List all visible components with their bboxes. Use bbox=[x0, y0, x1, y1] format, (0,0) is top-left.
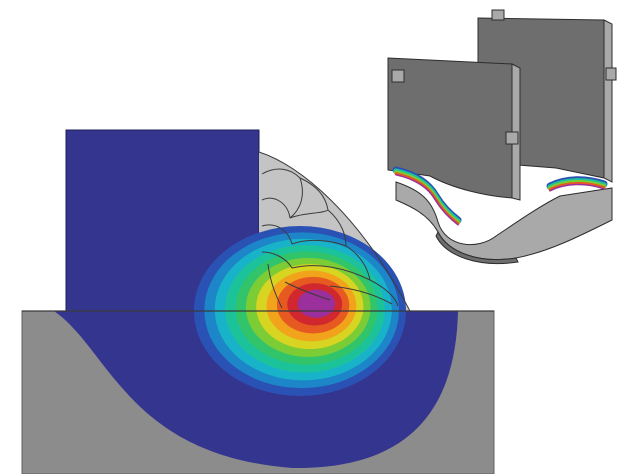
inset-contour-stripe-1-3 bbox=[548, 181, 606, 191]
temperature-contours-base bbox=[194, 311, 406, 396]
weld-bead bbox=[194, 151, 411, 312]
weld-pass-boundaries bbox=[258, 151, 411, 312]
weld-cross-section bbox=[21, 129, 495, 474]
inset-contour-stripe-1-4 bbox=[549, 183, 605, 192]
front-plate-tab-right bbox=[505, 131, 519, 145]
temperature-contours-bead bbox=[194, 226, 406, 311]
inset-contour-stripe-0-4 bbox=[395, 174, 459, 226]
base-heat-affected-zone bbox=[54, 311, 458, 469]
base-contour-band-11 bbox=[300, 311, 333, 318]
back-plate-tab-top bbox=[491, 9, 505, 21]
front-plate-tab-left bbox=[391, 69, 405, 83]
bracket-3d-inset bbox=[387, 9, 617, 265]
back-plate-tab-right bbox=[605, 67, 617, 81]
bead-contour-band-11 bbox=[297, 289, 336, 311]
bracket-weld-contours bbox=[392, 166, 608, 226]
